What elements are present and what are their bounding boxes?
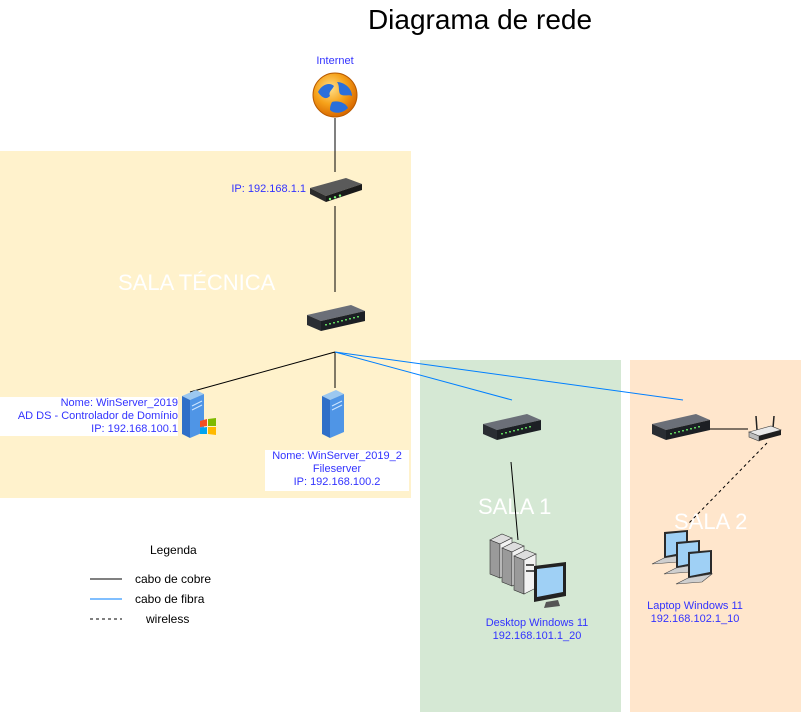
- sala2-switch-icon: [652, 414, 710, 440]
- laptops-name: Laptop Windows 11: [647, 600, 743, 612]
- legend-copper-swatch: [90, 578, 122, 580]
- router-icon: [310, 178, 362, 202]
- legend-title: Legenda: [150, 543, 197, 557]
- desktops-ip: 192.168.101.1_20: [492, 630, 582, 642]
- file-server-icon: [322, 390, 344, 438]
- legend-fiber-label: cabo de fibra: [135, 592, 205, 606]
- core-switch-icon: [307, 305, 365, 331]
- fiber-switch-sala1: [334, 351, 513, 401]
- legend-wireless-swatch: [90, 618, 122, 620]
- server2-ip: IP: 192.168.100.2: [293, 476, 381, 488]
- legend-fiber-swatch: [90, 598, 122, 600]
- server2-role: Fileserver: [312, 463, 362, 475]
- link-switch-server1: [189, 351, 336, 393]
- server1-name: Nome: WinServer_2019: [60, 397, 178, 409]
- diagram-title: Diagrama de rede: [367, 4, 593, 35]
- server1-label: Nome: WinServer_2019 AD DS - Controlador…: [0, 397, 178, 436]
- legend-wireless-label: wireless: [146, 612, 190, 626]
- zone-label-sala-2: SALA 2: [674, 509, 748, 534]
- link-switch1-desktops: [510, 461, 519, 541]
- legend-copper-label: cabo de cobre: [135, 572, 212, 586]
- wireless-router-icon: [748, 415, 782, 442]
- internet-globe-icon: [312, 72, 358, 118]
- router-ip-label: IP: 192.168.1.1: [231, 183, 306, 195]
- zone-label-sala-tecnica: SALA TÉCNICA: [118, 270, 276, 295]
- desktops-label: Desktop Windows 11 192.168.101.1_20: [470, 617, 604, 643]
- server2-name: Nome: WinServer_2019_2: [272, 450, 402, 462]
- desktops-icon: [489, 533, 566, 608]
- internet-label: Internet: [316, 55, 354, 67]
- sala1-switch-icon: [483, 414, 541, 440]
- server2-label: Nome: WinServer_2019_2 Fileserver IP: 19…: [265, 450, 409, 491]
- wireless-ap-laptops: [687, 442, 768, 525]
- windows-server-icon: [182, 390, 216, 438]
- laptops-ip: 192.168.102.1_10: [650, 613, 740, 625]
- server1-ip: IP: 192.168.100.1: [91, 423, 178, 435]
- desktops-name: Desktop Windows 11: [485, 617, 589, 629]
- fiber-switch-sala2: [334, 351, 684, 401]
- laptops-icon: [651, 530, 714, 585]
- server1-role: AD DS - Controlador de Domínio: [17, 410, 178, 422]
- zone-sala-2: [630, 360, 801, 712]
- laptops-label: Laptop Windows 11 192.168.102.1_10: [630, 600, 760, 626]
